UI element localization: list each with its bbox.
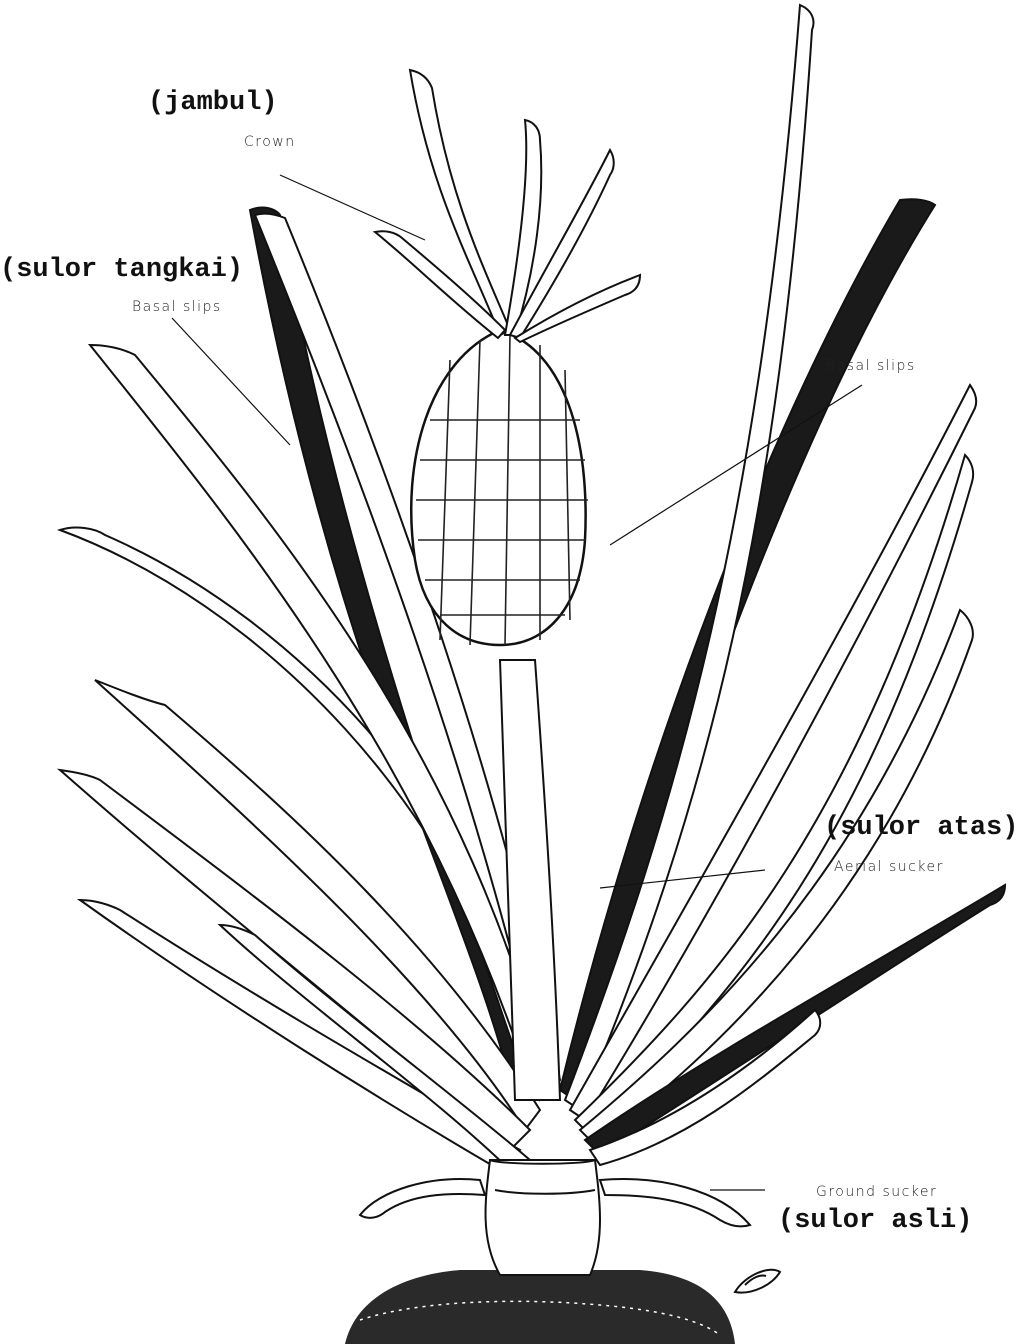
basal-slips-label-left: Basal slips [132, 300, 222, 314]
crown-leader [280, 175, 425, 240]
basal-slips-label-right: Basal slips [826, 359, 916, 373]
aerial-sucker-local-label: (sulor atas) [824, 815, 1018, 842]
aerial-sucker-label: Aerial sucker [834, 860, 944, 874]
soil-mound [345, 1270, 735, 1344]
ground-sucker-label: Ground sucker [816, 1185, 937, 1199]
pineapple-crown [375, 70, 640, 342]
crown-local-label: (jambul) [148, 90, 278, 117]
crown-label: Crown [244, 135, 296, 149]
pineapple-fruit [411, 330, 588, 645]
ground-sucker-local-label: (sulor asli) [778, 1208, 972, 1235]
artist-monogram [735, 1270, 780, 1293]
basal-slips-local-label: (sulor tangkai) [0, 257, 243, 284]
